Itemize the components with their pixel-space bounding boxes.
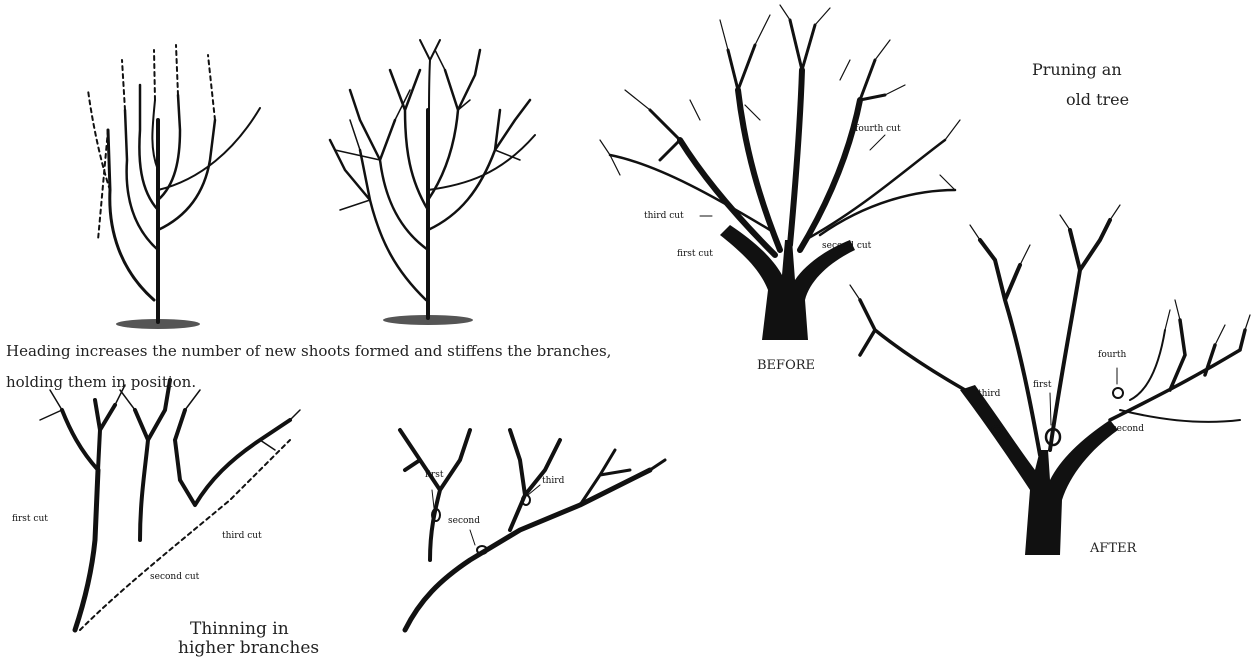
removed-tip bbox=[208, 55, 215, 120]
twigs bbox=[40, 385, 300, 450]
pointer-line bbox=[432, 490, 434, 508]
side-limbs bbox=[610, 140, 955, 240]
removed-tip bbox=[122, 60, 125, 110]
trunk bbox=[960, 385, 1118, 555]
branch bbox=[135, 380, 170, 540]
branch bbox=[330, 140, 426, 300]
pointer-line bbox=[1050, 393, 1051, 425]
cut-scar bbox=[1113, 388, 1123, 398]
branch bbox=[428, 50, 480, 200]
thinning-caption-line1: Thinning in bbox=[190, 619, 289, 639]
second-cut-label: second cut bbox=[150, 572, 199, 582]
branch bbox=[400, 430, 470, 560]
third-label-after: third bbox=[978, 389, 1000, 399]
branch bbox=[428, 100, 530, 230]
thinning-caption-line2: higher branches bbox=[178, 638, 319, 658]
headed-young-tree-drawing bbox=[88, 45, 260, 329]
thinning-cuts-drawing bbox=[40, 380, 300, 630]
side-limbs bbox=[1120, 330, 1240, 422]
heading-caption-line2: holding them in position. bbox=[6, 373, 196, 391]
twigs bbox=[600, 5, 960, 190]
twigs bbox=[850, 205, 1250, 345]
first-cut-label: first cut bbox=[12, 514, 48, 524]
branch bbox=[62, 400, 115, 470]
main-branch bbox=[75, 470, 98, 630]
branch bbox=[108, 130, 154, 300]
old-tree-caption-line2: old tree bbox=[1066, 90, 1129, 109]
first-label: first bbox=[425, 470, 444, 480]
old-tree-before-drawing bbox=[600, 5, 960, 340]
first-label-after: first bbox=[1033, 380, 1052, 390]
pointer-line bbox=[470, 530, 475, 545]
removed-tip bbox=[98, 130, 108, 240]
second-label-after: second bbox=[1112, 424, 1144, 434]
second-label: second bbox=[448, 516, 480, 526]
branch bbox=[158, 120, 215, 230]
pointer-line bbox=[870, 135, 885, 150]
fourth-label-after: fourth bbox=[1098, 350, 1126, 360]
second-cut-label-before: second cut bbox=[822, 241, 871, 251]
limb bbox=[860, 300, 965, 390]
thinning-result-drawing bbox=[400, 430, 665, 630]
before-title: BEFORE bbox=[757, 358, 815, 373]
third-label: third bbox=[542, 476, 564, 486]
leader-lines bbox=[432, 135, 885, 545]
heading-caption-line1: Heading increases the number of new shoo… bbox=[6, 342, 611, 360]
fourth-cut-label: fourth cut bbox=[855, 124, 901, 134]
removed-tip bbox=[154, 50, 155, 100]
third-cut-label: third cut bbox=[222, 531, 262, 541]
third-cut-label-before: third cut bbox=[644, 211, 684, 221]
old-tree-caption-line1: Pruning an bbox=[1032, 60, 1122, 79]
bushy-young-tree-drawing bbox=[330, 40, 535, 325]
after-title: AFTER bbox=[1090, 541, 1136, 556]
first-cut-label-before: first cut bbox=[677, 249, 713, 259]
branch bbox=[350, 90, 428, 250]
limb bbox=[1110, 320, 1245, 420]
removed-tip bbox=[176, 45, 178, 95]
limb bbox=[1050, 220, 1110, 450]
